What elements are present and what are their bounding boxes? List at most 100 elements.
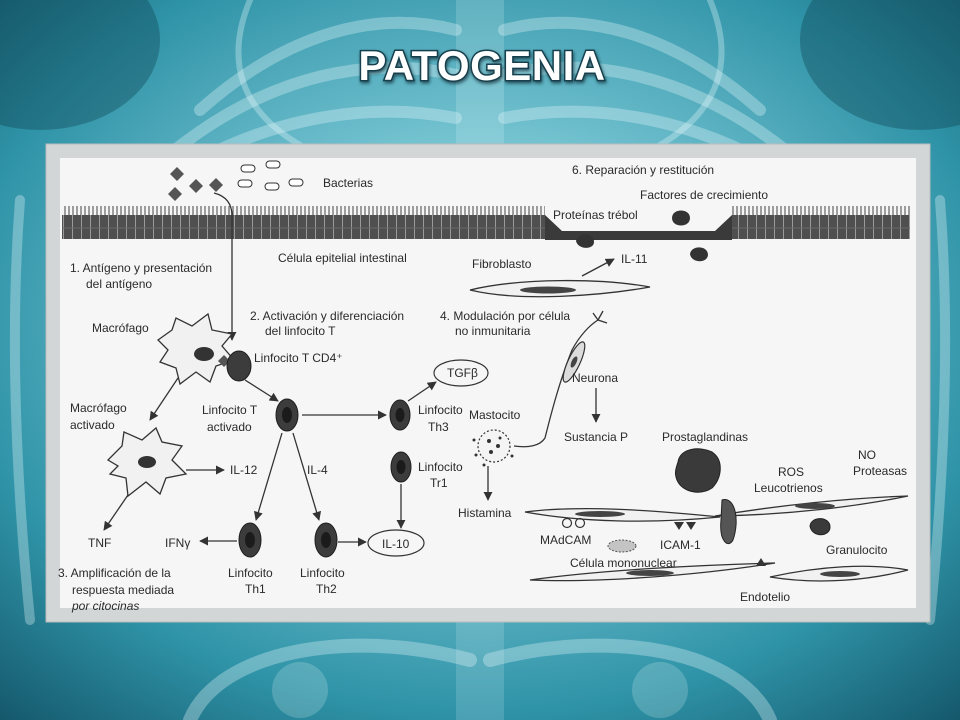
- antigen-diamond: [209, 178, 223, 192]
- epithelial-band-left: [62, 215, 545, 239]
- tnf-label: TNF: [88, 536, 111, 550]
- arrow-to-th2: [292, 432, 322, 521]
- mast-cell-body: [477, 429, 511, 463]
- endothelial-nucleus: [820, 571, 860, 577]
- prostaglandins-label: Prostaglandinas: [662, 430, 748, 444]
- activated-t-label-1: Linfocito T: [202, 403, 258, 417]
- growth-factors-label: Factores de crecimiento: [640, 188, 768, 202]
- activated-macrophage-label-2: activado: [70, 418, 115, 432]
- trefoil-proteins-label: Proteínas trébol: [553, 208, 638, 222]
- mast-cell-granule: [489, 450, 493, 454]
- arrow-th3-to-tgfb: [407, 381, 437, 402]
- arrow-macrophage-to-activated: [149, 377, 179, 421]
- granulocyte-cell: [809, 518, 831, 536]
- madcam-molecule: [561, 517, 573, 529]
- mast-cell-granule: [474, 453, 478, 457]
- icam1-molecule: [674, 522, 684, 530]
- diagram: Bacterias 6. Reparación y restitución Fa…: [58, 160, 910, 613]
- microvilli-left: [62, 206, 545, 215]
- trefoil-protein-cell: [576, 234, 594, 248]
- th1-label-2: Th1: [245, 582, 266, 596]
- arrow-cd4-to-activated-t: [244, 379, 279, 402]
- activated-macrophage-nucleus: [138, 456, 156, 468]
- tr1-label-1: Linfocito: [418, 460, 463, 474]
- mast-cell-label: Mastocito: [469, 408, 521, 422]
- mononuclear-cell-label: Célula mononuclear: [570, 556, 677, 570]
- growth-factor-cell: [672, 210, 690, 226]
- th2-label-1: Linfocito: [300, 566, 345, 580]
- mast-cell-granule: [496, 444, 500, 448]
- granulocyte-label: Granulocito: [826, 543, 888, 557]
- rib-left-2: [169, 61, 462, 156]
- endothelium: [524, 495, 909, 582]
- th3-label-1: Linfocito: [418, 403, 463, 417]
- mast-cell-granule: [510, 454, 514, 458]
- arrow-to-tnf: [103, 494, 129, 531]
- th2-label-2: Th2: [316, 582, 337, 596]
- mast-cell-granule: [472, 438, 476, 442]
- arm-left: [9, 195, 35, 625]
- antigen-diamond: [168, 187, 182, 201]
- microvilli-right: [732, 206, 910, 215]
- neuron-terminal: [513, 437, 546, 448]
- il12-label: IL-12: [230, 463, 258, 477]
- tgfb-ellipse: [433, 359, 489, 387]
- pelvis-right: [483, 638, 777, 720]
- step1-line1: 1. Antígeno y presentación: [70, 261, 212, 275]
- rib-right-2: [498, 61, 791, 156]
- step2-line2: del linfocito T: [265, 324, 336, 338]
- rib-left-1: [194, 16, 462, 116]
- il11-label: IL-11: [621, 252, 648, 266]
- proteases-label: Proteasas: [853, 464, 907, 478]
- lung-outline-left: [235, 0, 303, 148]
- activated-macrophage-label-1: Macrófago: [70, 401, 127, 415]
- epithelial-wound: [545, 215, 732, 240]
- ifng-label: IFNγ: [165, 536, 190, 550]
- il4-label: IL-4: [307, 463, 328, 477]
- step2-line1: 2. Activación y diferenciación: [250, 309, 404, 323]
- bacteria-group: [237, 160, 304, 191]
- shoulder-shadow-left: [0, 0, 160, 130]
- femur-head-left: [272, 662, 328, 718]
- intestinal-epithelium: [62, 206, 910, 262]
- lung-outline-right: [657, 0, 725, 148]
- repair-cell: [690, 247, 708, 262]
- mast-cell-granule: [487, 439, 491, 443]
- bacteria-label: Bacterias: [323, 176, 373, 190]
- il10-ellipse: [367, 529, 425, 557]
- no-label: NO: [858, 448, 876, 462]
- cd4-lymphocyte-label: Linfocito T CD4⁺: [254, 351, 343, 365]
- th2-nucleus: [321, 532, 331, 548]
- bacterium: [265, 160, 281, 169]
- neuron-nucleus: [570, 356, 578, 368]
- ros-label: ROS: [778, 465, 804, 479]
- macrophage-nucleus: [194, 347, 214, 361]
- epithelial-cell-label: Célula epitelial intestinal: [278, 251, 407, 265]
- th3-nucleus: [395, 408, 405, 422]
- step3-line2: respuesta mediada: [72, 583, 174, 597]
- repair-title: 6. Reparación y restitución: [572, 163, 714, 177]
- fibroblast-nucleus: [520, 286, 576, 294]
- slide-title: PATOGENIA: [358, 42, 605, 89]
- th3-label-2: Th3: [428, 420, 449, 434]
- rib-right-1: [498, 16, 766, 116]
- mast-cell-granule: [498, 436, 502, 440]
- step1-line2: del antígeno: [86, 277, 152, 291]
- cd4-lymphocyte-cell: [226, 350, 252, 382]
- th1-nucleus: [245, 532, 255, 548]
- neuron-label: Neurona: [572, 371, 618, 385]
- tr1-label-2: Tr1: [430, 476, 448, 490]
- bacterium: [240, 164, 256, 173]
- bacterium: [288, 178, 304, 187]
- activated-t-label-2: activado: [207, 420, 252, 434]
- femur-head-right: [632, 662, 688, 718]
- arm-right: [925, 195, 951, 625]
- neuron-dendrites: [592, 310, 608, 324]
- arrow-antigen-to-lymphocyte: [213, 192, 237, 341]
- histamine-label: Histamina: [458, 506, 512, 520]
- step3-line3: por citocinas: [71, 599, 139, 613]
- neuron-axon: [544, 319, 599, 439]
- mast-cell-granule: [482, 463, 486, 467]
